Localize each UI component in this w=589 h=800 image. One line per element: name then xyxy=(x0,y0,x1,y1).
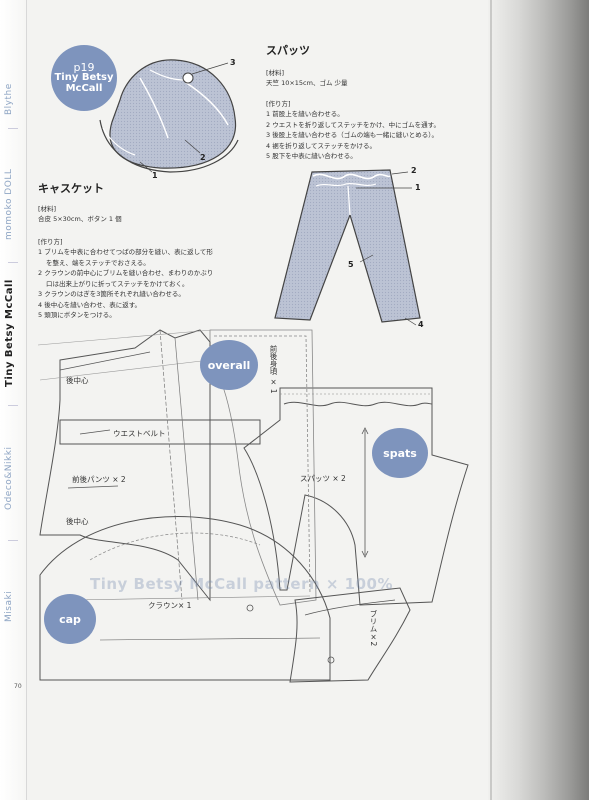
cap-step: 口は出来上がりに折ってステッチをかけておく。 xyxy=(46,279,189,288)
spats-step: 4 裾を折り返してステッチをかける。 xyxy=(266,141,377,150)
badge-line2: McCall xyxy=(65,82,103,94)
cap-illustration xyxy=(99,59,239,173)
cap-step: を整え、端をステッチでおさえる。 xyxy=(46,258,150,267)
label-front-back-body: 前後身頃 × 1 xyxy=(269,345,278,394)
spats-step: 1 前股上を縫い合わせる。 xyxy=(266,110,344,118)
cap-instructions: [作り方] 1 ブリムを中表に合わせてつばの部分を縫い、表に返して形 を整え、端… xyxy=(38,236,213,321)
spats-callout-5: 5 xyxy=(348,260,354,269)
badge-page-ref: p19 xyxy=(73,60,95,74)
spats-callout-4: 4 xyxy=(418,320,424,329)
spats-method-heading: [作り方] xyxy=(266,100,291,108)
cap-callout-3: 3 xyxy=(230,58,236,67)
spats-step: 5 股下を中表に縫い合わせる。 xyxy=(266,152,357,160)
badge-line1: Tiny Betsy xyxy=(54,72,114,84)
cap-materials: [材料] 合皮 5×30cm、ボタン 1 個 xyxy=(38,203,122,225)
label-spats-piece: スパッツ × 2 xyxy=(300,474,346,483)
spats-bubble: spats xyxy=(372,428,428,478)
cap-step: 4 後中心を縫い合わせ、表に返す。 xyxy=(38,300,142,309)
cap-method-heading: [作り方] xyxy=(38,238,63,246)
cap-step: 3 クラウンのはぎを3箇所それぞれ縫い合わせる。 xyxy=(38,290,185,298)
brim-pattern xyxy=(246,587,411,683)
label-waist-belt: ウエストベルト xyxy=(113,429,166,438)
label-crown: クラウン× 1 xyxy=(148,601,192,610)
spats-materials-heading: [材料] xyxy=(266,69,285,77)
book-binding-shadow xyxy=(488,0,589,800)
spats-title: スパッツ xyxy=(266,44,310,57)
spats-instructions: [作り方] 1 前股上を縫い合わせる。 2 ウエストを折り返してステッチをかけ、… xyxy=(266,98,440,162)
cap-materials-heading: [材料] xyxy=(38,205,57,213)
cap-crown-pattern xyxy=(39,516,331,681)
spats-pattern-piece xyxy=(243,387,469,606)
spats-step: 2 ウエストを折り返してステッチをかけ、中にゴムを通す。 xyxy=(266,120,441,129)
tab-separator xyxy=(8,540,18,541)
spats-callout-1: 1 xyxy=(415,183,421,192)
cap-materials-text: 合皮 5×30cm、ボタン 1 個 xyxy=(38,215,122,223)
page-number: 70 xyxy=(14,683,22,690)
spats-step: 3 後股上を縫い合わせる（ゴムの端も一緒に縫いとめる）。 xyxy=(266,131,438,139)
spats-materials: [材料] 天竺 10×15cm、ゴム 少量 xyxy=(266,67,348,89)
spats-materials-text: 天竺 10×15cm、ゴム 少量 xyxy=(266,79,348,87)
label-back-center-top: 後中心 xyxy=(66,376,89,385)
cap-step: 2 クラウンの前中心にブリムを縫い合わせ、まわりのかぶり xyxy=(38,269,214,277)
page-fold-line xyxy=(490,0,492,800)
cap-step: 5 頭頂にボタンをつける。 xyxy=(38,311,116,319)
cap-callout-2: 2 xyxy=(200,153,206,162)
label-front-back-pants: 前後パンツ × 2 xyxy=(72,475,126,484)
overall-bubble: overall xyxy=(200,340,258,390)
cap-callout-1: 1 xyxy=(152,171,158,180)
cap-title: キャスケット xyxy=(38,182,104,195)
tab-separator xyxy=(8,128,18,129)
page-ref-badge: p19 Tiny Betsy McCall xyxy=(51,45,117,111)
label-back-center: 後中心 xyxy=(66,517,89,526)
cap-step: 1 ブリムを中表に合わせてつばの部分を縫い、表に返して形 xyxy=(38,248,213,256)
label-brim: ブリム×2 xyxy=(369,610,378,647)
pattern-watermark: Tiny Betsy McCall pattern × 100% xyxy=(90,575,394,593)
spats-illustration xyxy=(274,169,421,326)
tab-separator xyxy=(8,262,18,263)
cap-bubble: cap xyxy=(44,594,96,644)
tab-separator xyxy=(8,405,18,406)
page-left-margin xyxy=(0,0,27,800)
spats-callout-2: 2 xyxy=(411,166,417,175)
